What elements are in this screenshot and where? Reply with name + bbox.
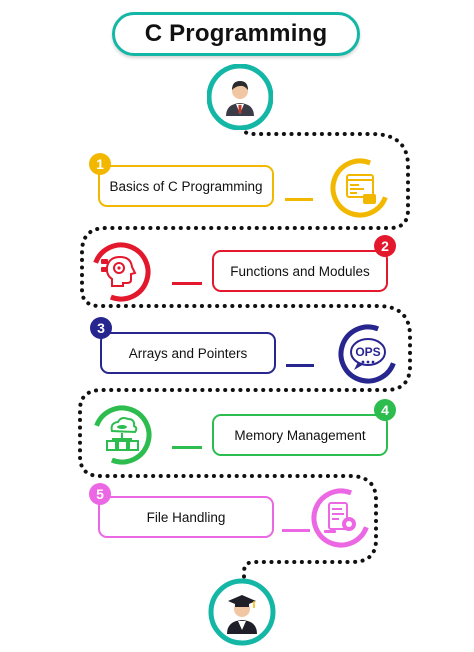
step-3-connector bbox=[286, 364, 314, 367]
step-2-number-badge: 2 bbox=[374, 235, 396, 257]
step-5-connector bbox=[282, 529, 310, 532]
page-title: C Programming bbox=[144, 20, 328, 47]
step-1-box: Basics of C Programming bbox=[98, 165, 274, 207]
graduate-avatar-icon bbox=[208, 578, 276, 646]
step-1-label: Basics of C Programming bbox=[109, 178, 263, 194]
step-1-connector bbox=[285, 198, 313, 201]
step-4-number-badge: 4 bbox=[374, 399, 396, 421]
step-3-box: Arrays and Pointers bbox=[100, 332, 276, 374]
step-1-number-badge: 1 bbox=[89, 153, 111, 175]
code-window-icon bbox=[330, 158, 390, 218]
svg-text:OPS: OPS bbox=[355, 345, 380, 359]
cloud-database-icon bbox=[92, 405, 152, 465]
gear-head-icon bbox=[91, 242, 151, 302]
file-gear-icon bbox=[311, 488, 371, 548]
step-3-number-badge: 3 bbox=[90, 317, 112, 339]
step-4-box: Memory Management bbox=[212, 414, 388, 456]
step-4-label: Memory Management bbox=[234, 427, 366, 443]
step-5-number-badge: 5 bbox=[89, 483, 111, 505]
step-3-label: Arrays and Pointers bbox=[128, 345, 248, 361]
step-2-box: Functions and Modules bbox=[212, 250, 388, 292]
title-pill: C Programming bbox=[112, 12, 360, 56]
step-2-label: Functions and Modules bbox=[230, 263, 370, 279]
oops-chat-icon: OPS bbox=[338, 324, 398, 384]
step-5-box: File Handling bbox=[98, 496, 274, 538]
step-5-label: File Handling bbox=[146, 509, 226, 525]
step-4-connector bbox=[172, 446, 202, 449]
step-2-connector bbox=[172, 282, 202, 285]
student-avatar-icon bbox=[206, 63, 274, 131]
